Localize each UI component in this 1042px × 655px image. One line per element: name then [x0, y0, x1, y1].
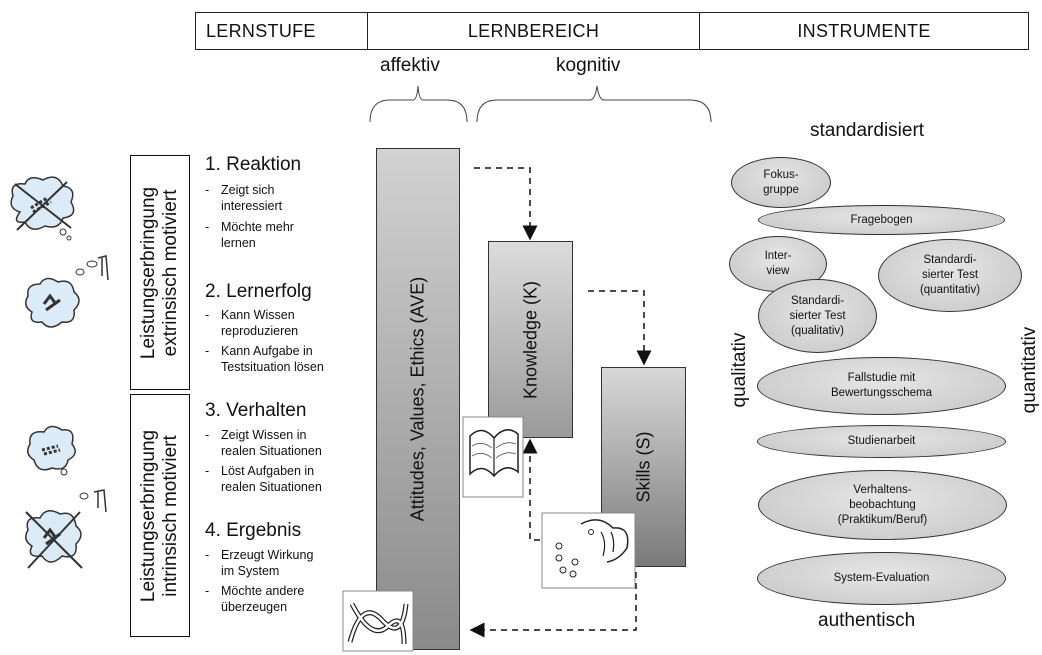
bullet-line: realen Situationen	[221, 444, 322, 458]
arrow-ave-to-knowledge	[474, 167, 538, 241]
instrument-standardisierter-test-qualitativ: Standardi-sierter Test (qualitativ)	[758, 279, 877, 353]
axis-right-label: quantitativ	[1019, 326, 1040, 414]
bullet-line: Kann Aufgabe in	[221, 344, 313, 358]
instrument-line: Verhaltens-	[853, 483, 912, 496]
instrument-line: view	[766, 265, 790, 277]
instrument-line: Fallstudie mit	[847, 372, 916, 384]
instrument-fokusgruppe: Fokus-gruppe	[731, 157, 831, 208]
bar-ave: Attitudes, Values, Ethics (AVE)	[376, 148, 460, 650]
label-kognitiv: kognitiv	[556, 55, 621, 76]
bullet-line: im System	[221, 564, 280, 578]
instrument-line: sierter Test	[789, 309, 846, 322]
arrow-face-to-book	[522, 438, 540, 541]
stage-title: 3. Verhalten	[205, 400, 307, 421]
instrument-line: Fragebogen	[850, 213, 913, 226]
header-lernbereich-label: LERNBEREICH	[467, 20, 600, 41]
bullet-line: Testsituation lösen	[221, 360, 324, 374]
bullet-line: realen Situationen	[221, 480, 322, 494]
bar-knowledge: Knowledge (K)	[488, 241, 573, 438]
bullet-line: überzeugen	[221, 600, 288, 614]
thought-cloud-crossed-icon	[25, 489, 107, 569]
bullet-line: Möchte andere	[221, 584, 305, 598]
stage-title: 1. Reaktion	[205, 154, 302, 175]
axis-left-label: qualitativ	[729, 332, 750, 408]
stage-title: 4. Ergebnis	[205, 520, 302, 541]
bullet-line: interessiert	[221, 199, 283, 213]
header-lernstufe: LERNSTUFE	[195, 12, 368, 50]
face-sketch-icon	[541, 512, 636, 589]
motivation-extrinsic-box: Leistungserbringung extrinsisch motivier…	[130, 155, 190, 390]
instrument-studienarbeit: Studienarbeit	[757, 425, 1006, 458]
bullet-line: Möchte mehr	[221, 220, 294, 234]
bullet-line: reproduzieren	[221, 324, 299, 338]
brace-affektiv	[369, 85, 468, 123]
book-icon	[462, 416, 524, 498]
brace-kognitiv	[476, 85, 712, 123]
bullet-line: Erzeugt Wirkung	[221, 548, 314, 562]
bullet-line: Kann Wissen	[221, 308, 295, 322]
instrument-verhaltensbeobachtung: Verhaltens-beobachtung (Praktikum/Beruf)	[758, 470, 1007, 540]
thought-cloud-crossed-icon	[10, 176, 75, 241]
domain-braces	[369, 85, 712, 123]
axis-bottom-label: authentisch	[818, 610, 916, 631]
header-instrumente-label: INSTRUMENTE	[797, 20, 931, 41]
bullet-line: Löst Aufgaben in	[221, 464, 315, 478]
arrow-knowledge-to-skills	[588, 290, 652, 366]
instrument-line: System-Evaluation	[833, 572, 930, 584]
label-affektiv: affektiv	[380, 55, 440, 76]
instrument-system-evaluation: System-Evaluation	[757, 552, 1006, 605]
knot-icon	[342, 590, 414, 652]
instrument-line: (quantitativ)	[919, 284, 981, 296]
instrument-standardisierter-test-quantitativ: Standardi-sierter Test (quantitativ)	[878, 239, 1022, 312]
bullet-line: Zeigt sich	[221, 183, 275, 197]
instrument-line: Standardi-	[790, 294, 845, 307]
header-instrumente: INSTRUMENTE	[699, 12, 1029, 50]
header-lernbereich: LERNBEREICH	[367, 12, 700, 50]
instrument-line: sierter Test	[921, 269, 979, 281]
instrument-line: (Praktikum/Beruf)	[837, 513, 928, 526]
arrow-skills-to-ave	[469, 572, 637, 638]
instrument-line: Studienarbeit	[847, 435, 916, 447]
motivation-intrinsic-box: Leistungserbringung intrinsisch motivier…	[130, 394, 190, 637]
instrument-line: Inter-	[764, 250, 792, 262]
stage-title: 2. Lernerfolg	[205, 281, 312, 302]
instrument-line: Fokus-	[763, 168, 799, 181]
bullet-line: Zeigt Wissen in	[221, 428, 307, 442]
thought-cloud-icon	[27, 425, 76, 476]
axis-top-label: standardisiert	[810, 120, 925, 141]
instrument-fragebogen: Fragebogen	[758, 205, 1005, 235]
header-lernstufe-label: LERNSTUFE	[206, 20, 316, 41]
instrument-line: gruppe	[763, 183, 799, 196]
thought-cloud-icon	[25, 255, 109, 328]
instrument-line: Bewertungsschema	[831, 387, 932, 399]
bullet-line: lernen	[221, 236, 256, 250]
instrument-line: beobachtung	[849, 498, 916, 511]
instrument-line: Standardi-	[923, 254, 977, 266]
instrument-line: (qualitativ)	[790, 324, 845, 337]
